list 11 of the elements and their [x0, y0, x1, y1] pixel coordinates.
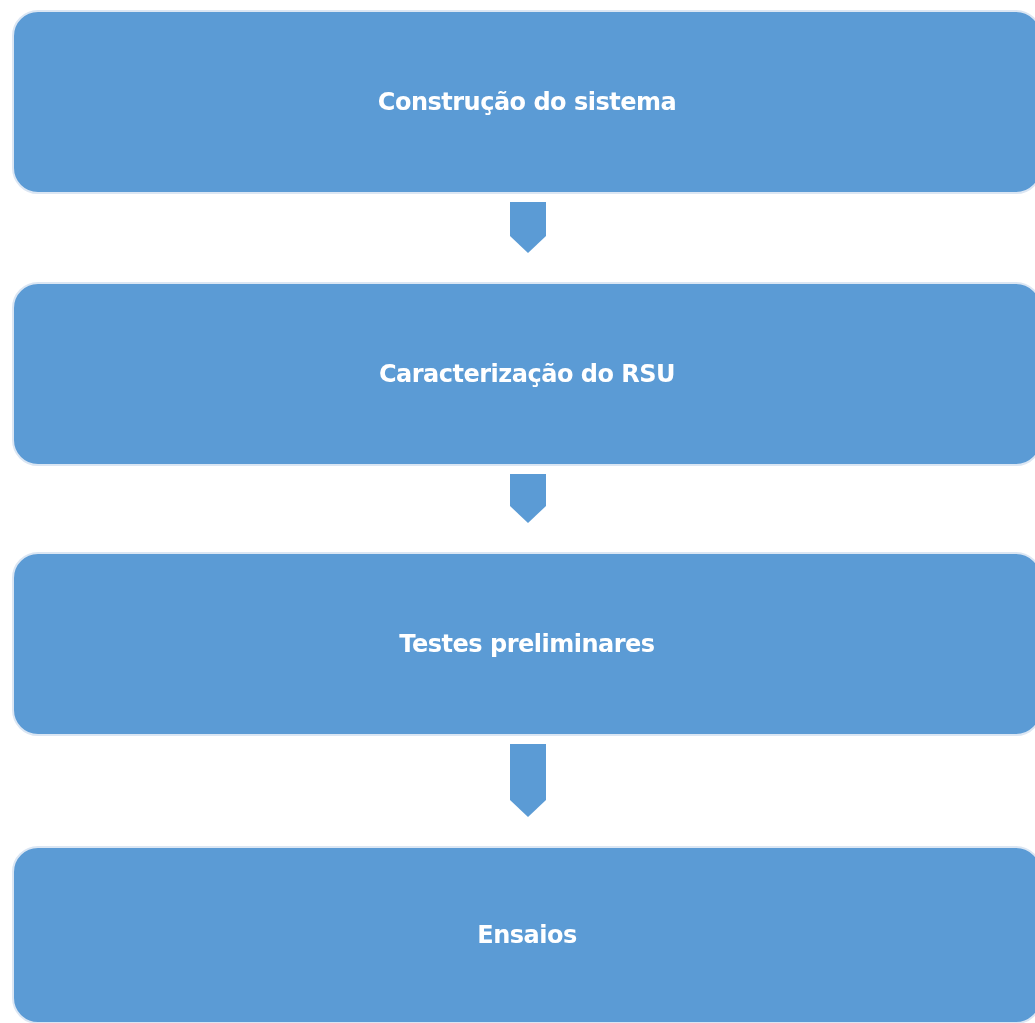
block-arrow — [510, 202, 546, 253]
block-arrow — [510, 474, 546, 523]
step-label: Construção do sistema — [377, 88, 677, 116]
step-label: Caracterização do RSU — [378, 360, 676, 388]
step-label: Ensaios — [477, 921, 577, 949]
process-box — [12, 552, 1035, 736]
process-box — [12, 282, 1035, 466]
process-box — [12, 846, 1035, 1023]
block-arrow — [510, 744, 546, 817]
step-label: Testes preliminares — [399, 630, 655, 658]
process-box — [12, 10, 1035, 194]
